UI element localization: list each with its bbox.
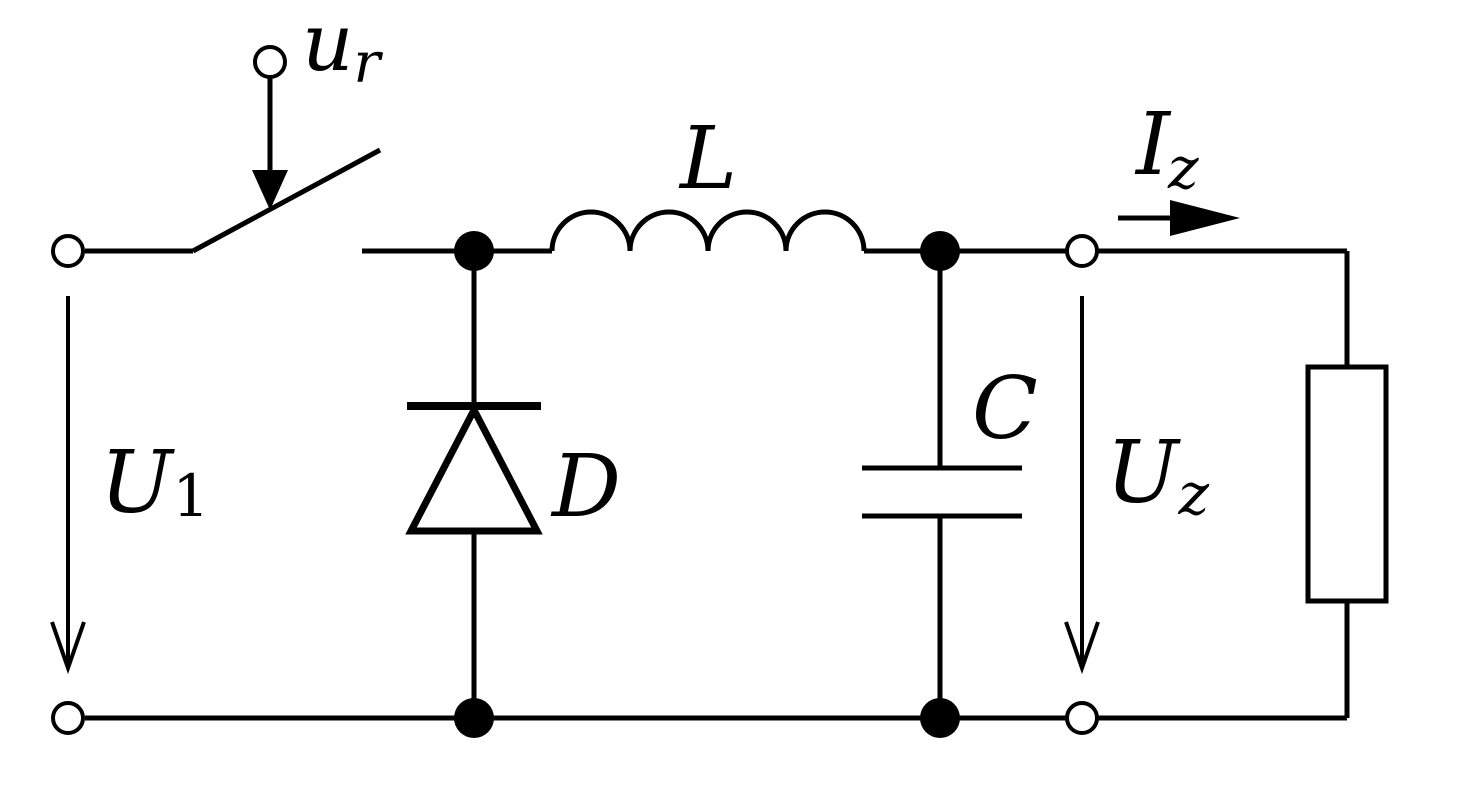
terminal-input-bottom	[51, 701, 85, 735]
control-arrow-head	[252, 170, 288, 210]
junction-diode-bottom	[454, 698, 494, 738]
junction-cap-top	[920, 231, 960, 271]
diode-triangle	[405, 402, 543, 535]
diode-label: D	[550, 437, 621, 537]
terminal-control	[253, 45, 287, 79]
control-label: ur	[302, 0, 384, 96]
switch-blade	[191, 147, 382, 254]
capacitor-label: C	[972, 359, 1038, 459]
inductor-label: L	[678, 109, 737, 209]
load-current-arrow-head	[1170, 200, 1240, 236]
input-voltage-label: U1	[100, 433, 209, 533]
input-voltage-arrow-head	[50, 621, 86, 675]
junction-cap-bottom	[920, 698, 960, 738]
junction-diode-top	[454, 231, 494, 271]
output-voltage-arrow-head	[1064, 621, 1100, 675]
terminal-output-bottom	[1065, 701, 1099, 735]
load-current-label: Iz	[1134, 95, 1199, 202]
load-resistor	[1305, 364, 1389, 604]
terminal-output-top	[1065, 234, 1099, 268]
output-voltage-label: Uz	[1106, 423, 1209, 528]
terminal-input-top	[51, 234, 85, 268]
inductor-coils	[549, 209, 867, 252]
